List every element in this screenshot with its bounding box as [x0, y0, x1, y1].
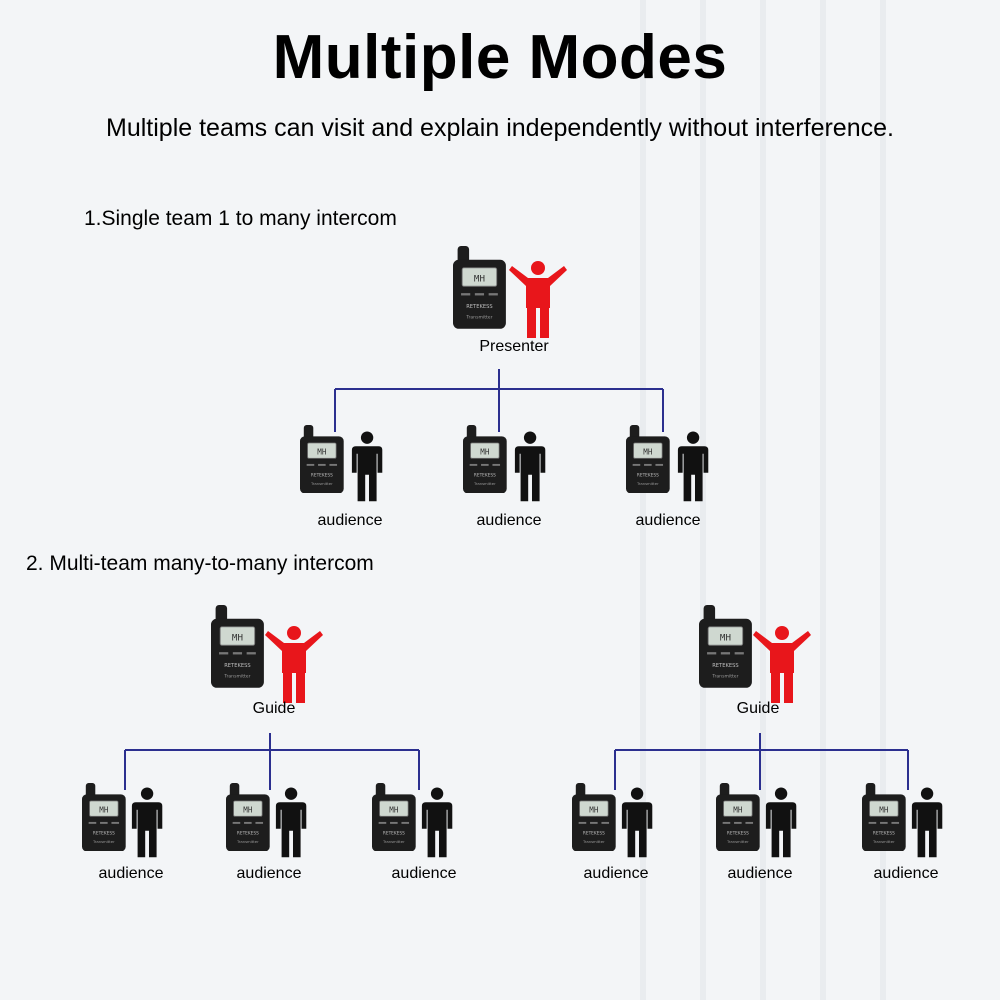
- svg-text:MH: MH: [99, 805, 109, 814]
- svg-text:Transmitter: Transmitter: [92, 839, 115, 844]
- svg-text:RETEKESS: RETEKESS: [474, 472, 496, 478]
- svg-text:RETEKESS: RETEKESS: [93, 830, 115, 836]
- receiver-device: MH RETEKESS Transmitter: [300, 425, 344, 498]
- svg-text:MH: MH: [389, 805, 399, 814]
- audience-figure: [764, 787, 798, 864]
- audience-label: audience: [873, 865, 939, 882]
- svg-text:RETEKESS: RETEKESS: [712, 663, 738, 669]
- wire-s1: [334, 369, 664, 432]
- receiver-device: MH RETEKESS Transmitter: [226, 783, 270, 856]
- receiver-device: MH RETEKESS Transmitter: [716, 783, 760, 856]
- audience-label: audience: [236, 865, 302, 882]
- svg-text:Transmitter: Transmitter: [872, 839, 895, 844]
- receiver-device: MH RETEKESS Transmitter: [862, 783, 906, 856]
- guide-label: Guide: [252, 700, 296, 717]
- page-title: Multiple Modes: [272, 23, 728, 92]
- svg-text:RETEKESS: RETEKESS: [311, 472, 333, 478]
- svg-text:MH: MH: [733, 805, 743, 814]
- audience-label: audience: [635, 512, 701, 529]
- guide-figure: [264, 625, 324, 710]
- svg-text:RETEKESS: RETEKESS: [224, 663, 250, 669]
- presenter-figure: [508, 260, 568, 345]
- page-subtitle: Multiple teams can visit and explain ind…: [106, 114, 894, 142]
- audience-figure: [513, 431, 547, 508]
- svg-text:MH: MH: [243, 805, 253, 814]
- svg-text:RETEKESS: RETEKESS: [583, 830, 605, 836]
- svg-text:Transmitter: Transmitter: [310, 481, 333, 486]
- svg-text:RETEKESS: RETEKESS: [237, 830, 259, 836]
- guide-figure: [752, 625, 812, 710]
- audience-label: audience: [583, 865, 649, 882]
- svg-text:RETEKESS: RETEKESS: [637, 472, 659, 478]
- svg-text:RETEKESS: RETEKESS: [727, 830, 749, 836]
- transmitter-device: MH RETEKESS Transmitter: [699, 605, 752, 693]
- audience-figure: [676, 431, 710, 508]
- svg-text:MH: MH: [643, 447, 653, 456]
- svg-text:Transmitter: Transmitter: [711, 673, 738, 679]
- wire-t1: [124, 733, 420, 790]
- svg-text:RETEKESS: RETEKESS: [383, 830, 405, 836]
- audience-label: audience: [391, 865, 457, 882]
- section2-title: 2. Multi-team many-to-many intercom: [26, 552, 374, 575]
- audience-figure: [130, 787, 164, 864]
- svg-text:Transmitter: Transmitter: [636, 481, 659, 486]
- svg-text:MH: MH: [317, 447, 327, 456]
- svg-text:MH: MH: [232, 633, 243, 644]
- section1-title: 1.Single team 1 to many intercom: [84, 207, 397, 230]
- audience-figure: [350, 431, 384, 508]
- audience-label: audience: [476, 512, 542, 529]
- audience-figure: [910, 787, 944, 864]
- svg-text:Transmitter: Transmitter: [236, 839, 259, 844]
- svg-text:Transmitter: Transmitter: [473, 481, 496, 486]
- receiver-device: MH RETEKESS Transmitter: [626, 425, 670, 498]
- svg-text:Transmitter: Transmitter: [223, 673, 250, 679]
- receiver-device: MH RETEKESS Transmitter: [82, 783, 126, 856]
- transmitter-device: MH RETEKESS Transmitter: [453, 246, 506, 334]
- svg-text:MH: MH: [474, 274, 485, 285]
- guide-label: Guide: [736, 700, 780, 717]
- svg-text:RETEKESS: RETEKESS: [873, 830, 895, 836]
- svg-text:Transmitter: Transmitter: [582, 839, 605, 844]
- audience-label: audience: [317, 512, 383, 529]
- svg-text:Transmitter: Transmitter: [382, 839, 405, 844]
- presenter-label: Presenter: [479, 338, 549, 355]
- svg-text:Transmitter: Transmitter: [465, 314, 492, 320]
- wire-t2: [614, 733, 909, 790]
- svg-text:RETEKESS: RETEKESS: [466, 304, 492, 310]
- receiver-device: MH RETEKESS Transmitter: [463, 425, 507, 498]
- svg-text:MH: MH: [480, 447, 490, 456]
- audience-figure: [274, 787, 308, 864]
- svg-text:Transmitter: Transmitter: [726, 839, 749, 844]
- svg-text:MH: MH: [720, 633, 731, 644]
- receiver-device: MH RETEKESS Transmitter: [572, 783, 616, 856]
- audience-figure: [620, 787, 654, 864]
- svg-text:MH: MH: [879, 805, 889, 814]
- audience-figure: [420, 787, 454, 864]
- audience-label: audience: [727, 865, 793, 882]
- receiver-device: MH RETEKESS Transmitter: [372, 783, 416, 856]
- svg-text:MH: MH: [589, 805, 599, 814]
- audience-label: audience: [98, 865, 164, 882]
- transmitter-device: MH RETEKESS Transmitter: [211, 605, 264, 693]
